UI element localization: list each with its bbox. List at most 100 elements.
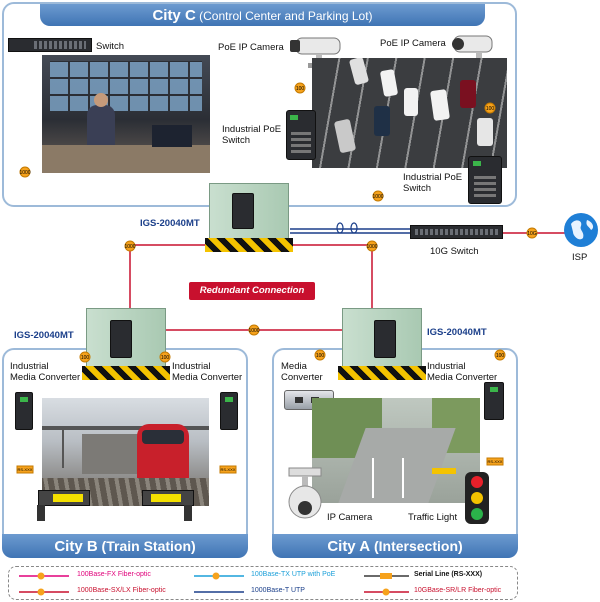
legend-swatch-serial <box>364 573 409 579</box>
city-c-title-strong: City C <box>152 7 196 24</box>
svg-text:100: 100 <box>161 355 170 361</box>
igs-left-hazard <box>82 366 170 380</box>
svg-text:100: 100 <box>296 86 305 92</box>
badge-1000-ring-bottom: 1000 <box>248 324 260 336</box>
city-b-title-strong: City B <box>54 538 98 555</box>
panel-title-city-a: City A (Intersection) <box>272 534 518 558</box>
badge-100-b-right: 100 <box>159 351 171 363</box>
a-industrial-media-converter <box>484 382 504 420</box>
redundant-connection-label: Redundant Connection <box>189 282 315 300</box>
badge-rs-b-right: RS-XXX <box>219 465 237 474</box>
svg-text:1000: 1000 <box>124 244 135 250</box>
legend-label-10g: 10GBase-SR/LR Fiber-optic <box>414 587 502 594</box>
svg-text:1000: 1000 <box>19 170 30 176</box>
label-ind-poe-switch-right-line1: Industrial PoE <box>403 172 463 183</box>
svg-text:1000: 1000 <box>366 244 377 250</box>
badge-100-a-left: 100 <box>314 349 326 361</box>
legend-swatch-100fx <box>19 572 69 580</box>
label-b-imc-left: Industrial Media Converter <box>10 361 80 383</box>
city-a-title-rest: (Intersection) <box>370 538 463 554</box>
isp-globe-icon <box>564 213 598 247</box>
panel-title-city-c: City C (Control Center and Parking Lot) <box>40 4 485 26</box>
legend-swatches <box>19 572 409 596</box>
svg-text:RS-XXX: RS-XXX <box>221 467 236 472</box>
label-poe-cam-right: PoE IP Camera <box>380 38 446 49</box>
label-isp: ISP <box>572 252 588 263</box>
label-b-imc-left-line1: Industrial <box>10 361 49 372</box>
label-b-imc-right-line2: Media Converter <box>172 372 243 383</box>
industrial-poe-switch-left <box>286 110 316 160</box>
label-b-imc-right-line1: Industrial <box>172 361 211 372</box>
badge-10g-isp: 10G <box>526 227 538 239</box>
label-ind-poe-switch-left: Industrial PoE Switch <box>222 124 281 146</box>
svg-text:1000: 1000 <box>372 194 383 200</box>
legend-swatch-100tx <box>194 572 244 580</box>
rack-switch-ports <box>34 41 86 49</box>
badge-100-b-left: 100 <box>79 351 91 363</box>
label-a-imc-line2: Media Converter <box>427 372 498 383</box>
ip-camera-icon <box>288 467 322 519</box>
b-reader-right <box>184 505 192 521</box>
label-ind-poe-switch-right: Industrial PoE Switch <box>403 172 462 194</box>
city-a-title-strong: City A <box>327 538 371 555</box>
label-10g-switch: 10G Switch <box>430 246 479 257</box>
badge-1000-ring-left: 1000 <box>124 240 136 252</box>
badge-rs-b-left: RS-XXX <box>16 465 34 474</box>
label-a-imc-line1: Industrial <box>427 361 466 372</box>
svg-text:100: 100 <box>81 355 90 361</box>
legend-swatch-10g <box>364 588 409 596</box>
badge-100-cam-left: 100 <box>294 82 306 94</box>
label-a-imc: Industrial Media Converter <box>427 361 497 383</box>
control-center-photo <box>42 55 210 173</box>
ten-g-switch <box>410 225 503 239</box>
label-b-imc-right: Industrial Media Converter <box>172 361 242 383</box>
igs-top-switch <box>232 193 254 229</box>
legend-label-100tx: 100Base-TX UTP with PoE <box>251 571 336 578</box>
city-c-title-rest: (Control Center and Parking Lot) <box>195 9 373 23</box>
label-traffic-light: Traffic Light <box>408 512 458 523</box>
traffic-light-icon <box>465 472 489 524</box>
legend-label-100fx: 100Base-FX Fiber-optic <box>77 571 151 578</box>
svg-text:10G: 10G <box>527 231 537 237</box>
legend-label-1000sx: 1000Base-SX/LX Fiber-optic <box>77 587 166 594</box>
label-a-mc-line1: Media <box>281 361 307 372</box>
label-ip-camera: IP Camera <box>327 512 373 523</box>
industrial-poe-switch-right <box>468 156 502 204</box>
label-igs-right: IGS-20040MT <box>427 327 487 338</box>
train-station-photo <box>42 398 209 506</box>
label-b-imc-left-line2: Media Converter <box>10 372 81 383</box>
badge-1000-c-right: 1000 <box>372 190 384 202</box>
igs-top-hazard <box>205 238 293 252</box>
label-switch: Switch <box>96 41 124 52</box>
parking-lot-photo <box>312 58 507 168</box>
label-a-mc-line2: Converter <box>281 372 323 383</box>
city-b-title-rest: (Train Station) <box>97 538 196 554</box>
label-a-media-converter: Media Converter <box>281 361 323 383</box>
label-poe-cam-left: PoE IP Camera <box>218 42 284 53</box>
igs-right-hazard <box>338 366 426 380</box>
legend-label-1000t: 1000Base-T UTP <box>251 587 305 594</box>
b-reader-left <box>37 505 45 521</box>
legend-label-serial: Serial Line (RS-XXX) <box>414 571 483 578</box>
igs-right-switch <box>374 320 396 358</box>
svg-text:100: 100 <box>316 353 325 359</box>
badge-1000-ring-right: 1000 <box>366 240 378 252</box>
svg-text:100: 100 <box>486 106 495 112</box>
intersection-photo <box>312 398 480 503</box>
b-media-converter-left <box>15 392 33 430</box>
igs-left-switch <box>110 320 132 358</box>
label-igs-top: IGS-20040MT <box>140 218 200 229</box>
badge-100-a-right: 100 <box>494 349 506 361</box>
badge-100-cam-right: 100 <box>484 102 496 114</box>
ptz-camera-right-icon <box>452 35 493 64</box>
legend-swatch-1000sx <box>19 588 69 596</box>
badge-rs-a: RS-XXX <box>486 457 504 466</box>
panel-title-city-b: City B (Train Station) <box>2 534 248 558</box>
b-serial-device-right <box>142 490 194 506</box>
badge-1000-c-left: 1000 <box>19 166 31 178</box>
svg-text:100: 100 <box>496 353 505 359</box>
svg-text:RS-XXX: RS-XXX <box>18 467 33 472</box>
b-serial-device-left <box>38 490 90 506</box>
svg-text:1000: 1000 <box>248 328 259 334</box>
